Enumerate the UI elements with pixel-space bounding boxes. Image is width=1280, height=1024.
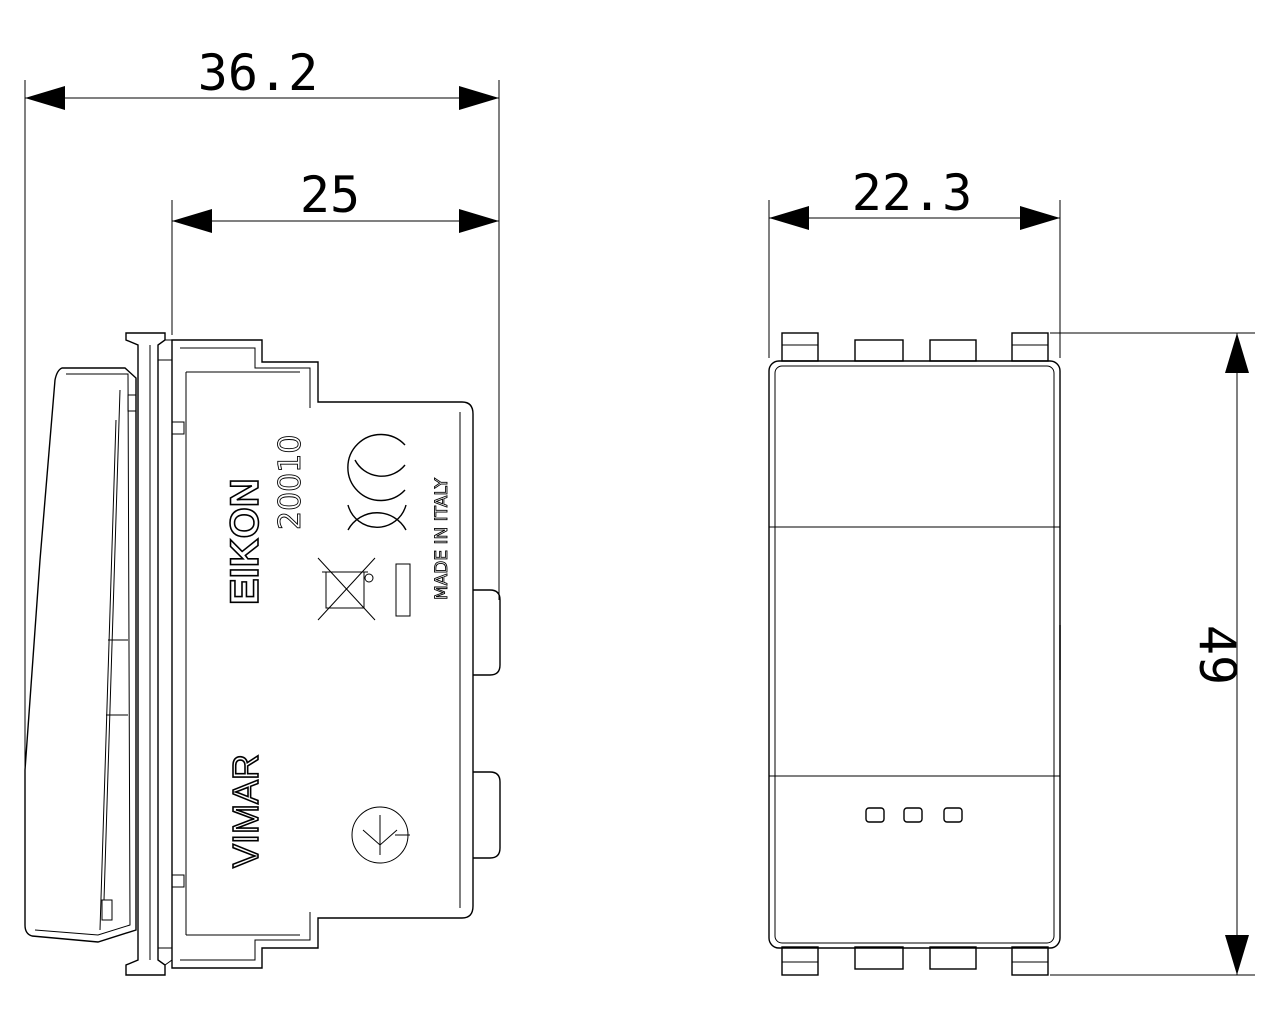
indicator-light-icon: [865, 807, 885, 823]
weee-crossed-bin-icon: [317, 557, 376, 621]
brand-marking: EIKON: [223, 478, 267, 605]
arrowhead-top: [1225, 333, 1249, 373]
arrowhead-left: [172, 209, 212, 233]
terminal-screw-lower: [473, 771, 501, 859]
arrowhead-bottom: [1225, 935, 1249, 975]
bottom-clips: [781, 946, 1049, 976]
dimension-front-height: 49: [1050, 332, 1255, 976]
dimension-label-36-2: 36.2: [198, 44, 318, 102]
rocker-key: [24, 367, 137, 943]
arrowhead-right: [459, 86, 499, 110]
arrowhead-right: [459, 209, 499, 233]
arrowhead-right: [1020, 206, 1060, 230]
weee-bar-icon: [395, 563, 411, 617]
dimension-label-25: 25: [300, 166, 360, 224]
arrowhead-left: [25, 86, 65, 110]
dimension-label-22-3: 22.3: [852, 164, 972, 222]
front-plate: [768, 360, 1061, 949]
arrowhead-left: [769, 206, 809, 230]
ce-mark-icon: [347, 504, 407, 531]
manufacturer-marking: VIMAR: [225, 754, 266, 868]
dimension-label-49: 49: [1188, 625, 1246, 685]
body-markings: EIKON 20010 VIMAR MADE IN ITALY: [222, 433, 452, 869]
dimension-front-width: 22.3: [769, 164, 1060, 230]
side-view: 36.2 25: [24, 44, 501, 976]
mechanism-body: [171, 339, 501, 969]
front-view: 22.3 49: [768, 164, 1255, 976]
terminal-screw-upper: [473, 589, 501, 676]
support-frame: [125, 332, 173, 976]
dimension-body-width: 25: [172, 166, 499, 233]
lamp-symbol-icon: [351, 806, 410, 864]
dimension-total-width: 36.2: [25, 44, 499, 110]
origin-marking: MADE IN ITALY: [432, 477, 452, 600]
ce-mark-icon: [347, 433, 406, 502]
top-clips: [781, 332, 1049, 362]
indicator-light-icon: [943, 807, 963, 823]
article-code-marking: 20010: [273, 435, 308, 530]
indicator-light-icon: [903, 807, 923, 823]
